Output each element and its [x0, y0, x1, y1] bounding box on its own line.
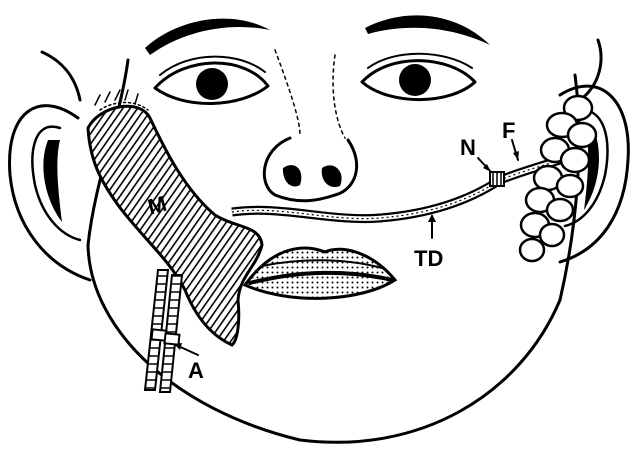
left-eyebrow — [145, 19, 270, 55]
arrow-td — [428, 214, 436, 238]
artery-vessels — [145, 270, 182, 392]
right-eyebrow — [365, 15, 490, 45]
label-n: N — [460, 135, 476, 160]
arrow-a — [174, 343, 198, 355]
mouth — [245, 248, 395, 298]
right-eye — [362, 54, 475, 100]
nose-bridge — [275, 50, 300, 135]
arrow-f — [512, 140, 519, 160]
hair-left-strand — [42, 52, 80, 100]
hair-right-strand — [580, 40, 601, 100]
parotid-gland — [520, 96, 596, 261]
label-f: F — [502, 118, 515, 143]
left-ear — [10, 106, 90, 280]
nose — [264, 138, 356, 201]
left-eye — [155, 57, 268, 104]
label-a: A — [188, 358, 204, 383]
arrow-n — [478, 158, 491, 172]
label-td: TD — [414, 246, 443, 271]
nerve-junction — [490, 172, 504, 186]
